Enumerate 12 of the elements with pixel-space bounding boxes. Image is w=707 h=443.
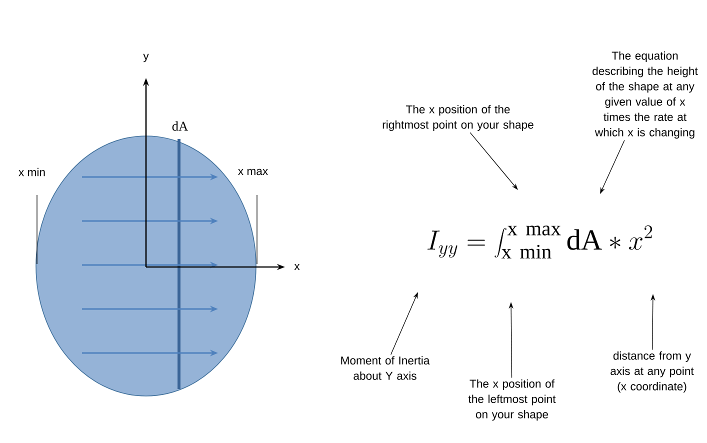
axis-label: dA: [172, 121, 188, 131]
axis-label: x max: [238, 168, 268, 176]
formula: $I_{yy} = \int_{\mathrm{x\ min}}^{\mathrm{x\ max}} \mathrm{dA} * x^{2}$: [427, 225, 652, 258]
leader-line: [470, 132, 518, 190]
annotation-text: Moment of Inertia about Y axis: [341, 356, 430, 380]
axis-label: x min: [18, 168, 45, 176]
annotation-text: The equation describing the height of the shape at any given value of x times the rate at which x is changing: [592, 51, 698, 139]
annotation-text: The x position of the leftmost point on your shape: [468, 379, 556, 421]
axis-label: y: [143, 54, 149, 62]
axis-label: x: [294, 264, 300, 270]
annotation-text: The x position of the rightmost point on your shape: [382, 105, 534, 131]
annotation-text: distance from y axis at any point (x coordinate): [610, 351, 694, 393]
